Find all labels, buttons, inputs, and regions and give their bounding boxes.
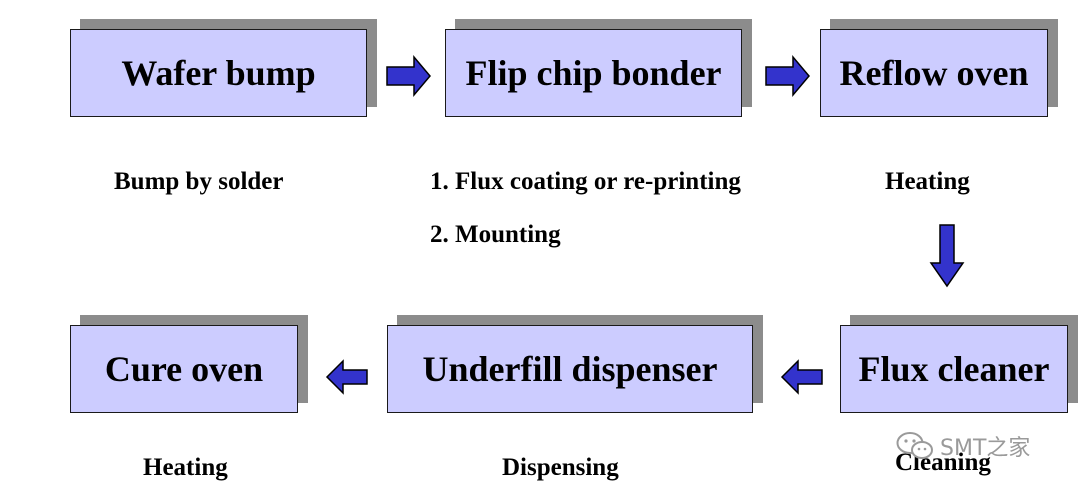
wechat-icon xyxy=(896,432,933,459)
caption-underfill-dispenser: Dispensing xyxy=(502,454,619,481)
box-label: Flip chip bonder xyxy=(465,53,722,93)
box-reflow-oven: Reflow oven xyxy=(820,29,1048,117)
arrow-right-icon xyxy=(765,54,810,98)
arrow-left-icon xyxy=(780,359,823,395)
box-label: Reflow oven xyxy=(839,53,1029,93)
box-underfill-dispenser: Underfill dispenser xyxy=(387,325,753,413)
caption-cure-oven: Heating xyxy=(143,454,228,481)
box-flux-cleaner: Flux cleaner xyxy=(840,325,1068,413)
box-cure-oven: Cure oven xyxy=(70,325,298,413)
caption-reflow-oven: Heating xyxy=(885,168,970,195)
watermark-text: SMT之家 xyxy=(940,436,1031,461)
arrow-right-icon xyxy=(386,54,431,98)
watermark: SMT之家 xyxy=(896,428,1030,464)
arrow-left-icon xyxy=(325,359,368,395)
caption-flip-chip-step-1: 1. Flux coating or re-printing xyxy=(430,168,741,195)
box-flip-chip-bonder: Flip chip bonder xyxy=(445,29,742,117)
box-label: Underfill dispenser xyxy=(422,349,718,389)
caption-wafer-bump: Bump by solder xyxy=(114,168,284,195)
box-wafer-bump: Wafer bump xyxy=(70,29,367,117)
box-label: Flux cleaner xyxy=(858,349,1050,389)
box-label: Cure oven xyxy=(104,349,264,389)
arrow-down-icon xyxy=(929,224,965,288)
box-label: Wafer bump xyxy=(121,53,316,93)
caption-flip-chip-step-2: 2. Mounting xyxy=(430,221,561,248)
